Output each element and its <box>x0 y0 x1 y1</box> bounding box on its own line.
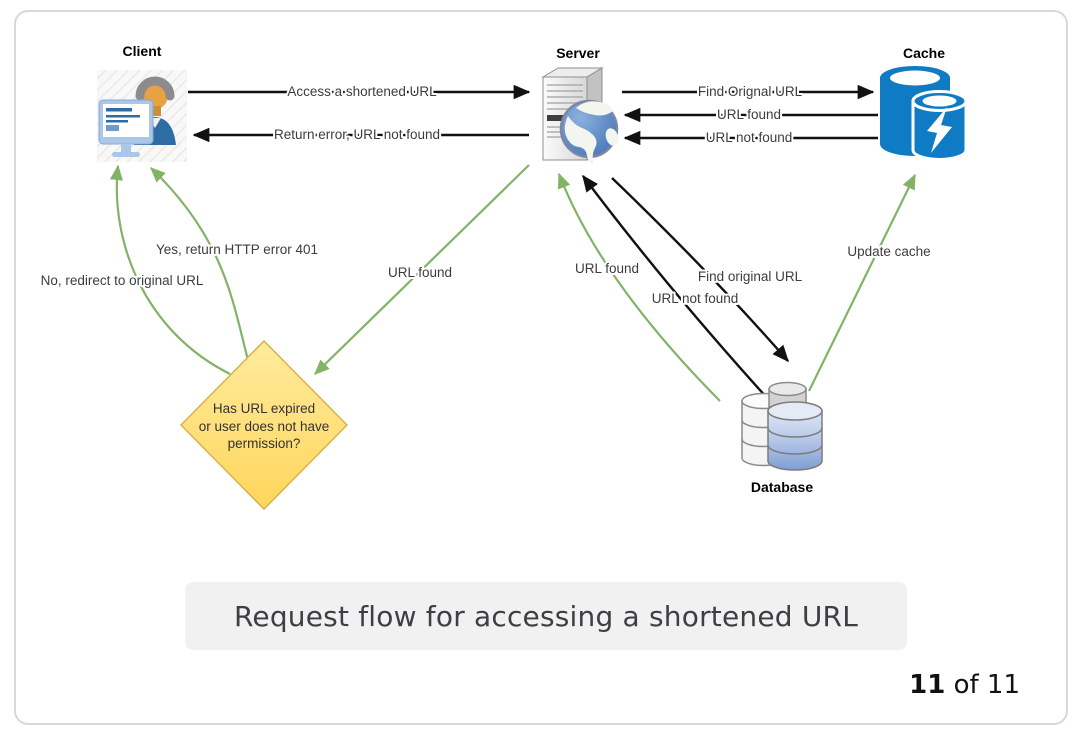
edge-label: Find Orignal URL <box>698 84 803 99</box>
diagram-caption-text: Request flow for accessing a shortened U… <box>234 599 858 633</box>
edge-label: No, redirect to original URL <box>41 273 204 288</box>
decision-text-line: or user does not have <box>199 419 330 434</box>
arrow-decision-to-client-yes <box>150 167 251 365</box>
decision-diamond <box>179 339 349 511</box>
flow-diagram: Access a shortened URL Return error, URL… <box>39 41 968 511</box>
edges <box>109 84 916 402</box>
edge-label: Update cache <box>847 244 930 259</box>
edge-label: Access a shortened URL <box>287 84 437 99</box>
client-label: Client <box>123 43 162 59</box>
edge-labels: Access a shortened URL Return error, URL… <box>39 82 933 308</box>
server-node: Server <box>541 43 619 165</box>
edge-label: URL not found <box>706 130 793 145</box>
pagination-current: 11 <box>909 670 946 700</box>
database-label: Database <box>751 479 813 495</box>
edge-label: URL found <box>388 265 452 280</box>
globe-icon <box>559 99 619 165</box>
arrow-database-to-server-found <box>557 172 721 402</box>
arrow-database-to-cache <box>808 173 916 392</box>
decision-text-line: Has URL expired <box>213 401 315 416</box>
arrow-database-to-server-not-found <box>582 174 769 400</box>
decision-text-line: permission? <box>228 436 301 451</box>
diagram-caption: Request flow for accessing a shortened U… <box>185 582 907 650</box>
database-node: Database <box>741 381 823 497</box>
client-node: Client <box>97 41 187 162</box>
cache-cylinders-lightning-icon <box>880 66 968 161</box>
edge-label: URL found <box>717 107 781 122</box>
edge-label: Yes, return HTTP error 401 <box>156 242 318 257</box>
cache-node: Cache <box>880 43 968 161</box>
edge-label: Find original URL <box>698 269 803 284</box>
lightning-bolt-icon <box>927 107 952 153</box>
cache-label: Cache <box>903 45 945 61</box>
decision-node: Has URL expired or user does not have pe… <box>179 339 349 511</box>
pagination: 11 of 11 <box>909 670 1020 700</box>
server-tower-globe-icon <box>541 67 619 165</box>
edge-label: Return error, URL not found <box>274 127 440 142</box>
arrow-decision-to-client-no <box>109 164 231 375</box>
pagination-of-label: of <box>953 670 979 700</box>
slide-card: Access a shortened URL Return error, URL… <box>14 10 1068 725</box>
edge-label: URL found <box>575 261 639 276</box>
database-cylinder-stack-icon <box>741 381 823 471</box>
pagination-total: 11 <box>986 670 1020 700</box>
arrow-server-to-database <box>611 177 789 363</box>
server-label: Server <box>556 45 600 61</box>
client-person-computer-icon <box>97 70 187 162</box>
edge-label: URL not found <box>652 291 739 306</box>
arrow-server-to-decision <box>314 164 530 375</box>
